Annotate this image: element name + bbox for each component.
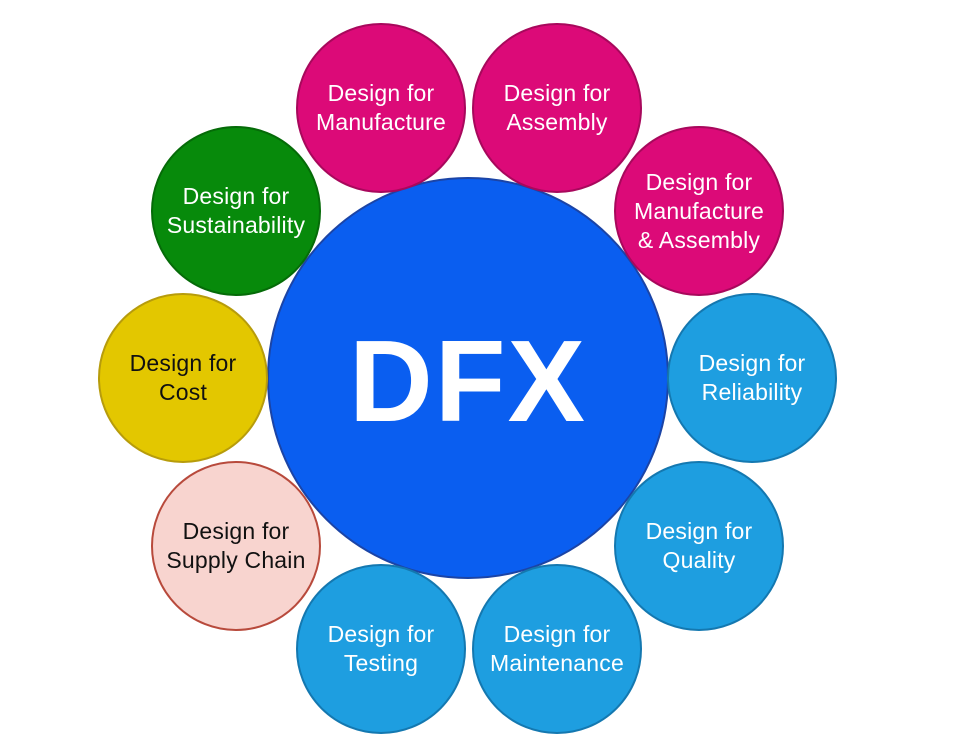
- dfx-center-circle: DFX: [267, 177, 669, 579]
- circle-design-for-manufacture-and-assembly: Design for Manufacture & Assembly: [614, 126, 784, 296]
- circle-design-for-sustainability: Design for Sustainability: [151, 126, 321, 296]
- label-line: Assembly: [506, 109, 608, 135]
- label-line: Design for: [182, 183, 290, 209]
- label-line: Cost: [158, 379, 208, 405]
- circle-label: Design for Supply Chain: [166, 517, 305, 575]
- label-line: & Assembly: [637, 226, 761, 253]
- circle-design-for-quality: Design for Quality: [614, 461, 784, 631]
- label-line: Design for: [327, 621, 435, 647]
- label-line: Design for: [645, 168, 753, 195]
- label-line: Quality: [662, 547, 736, 573]
- label-line: Reliability: [701, 379, 803, 405]
- circle-design-for-testing: Design for Testing: [296, 564, 466, 734]
- label-line: Design for: [645, 518, 753, 544]
- label-line: Manufacture: [315, 109, 447, 135]
- label-line: Maintenance: [490, 650, 624, 676]
- label-line: Testing: [343, 650, 419, 676]
- label-line: Design for: [327, 80, 435, 106]
- circle-design-for-reliability: Design for Reliability: [667, 293, 837, 463]
- circle-label: Design for Quality: [646, 517, 753, 575]
- dfx-title: DFX: [349, 316, 587, 446]
- circle-design-for-manufacture: Design for Manufacture: [296, 23, 466, 193]
- label-line: Design for: [503, 80, 611, 106]
- circle-label: Design for Reliability: [699, 349, 806, 407]
- label-line: Design for: [182, 518, 290, 544]
- circle-design-for-assembly: Design for Assembly: [472, 23, 642, 193]
- circle-design-for-maintenance: Design for Maintenance: [472, 564, 642, 734]
- label-line: Design for: [698, 350, 806, 376]
- circle-design-for-cost: Design for Cost: [98, 293, 268, 463]
- circle-label: Design for Maintenance: [490, 620, 624, 678]
- circle-label: Design for Testing: [328, 620, 435, 678]
- circle-label: Design for Sustainability: [167, 182, 305, 240]
- circle-label: Design for Manufacture: [316, 79, 446, 137]
- label-line: Design for: [503, 621, 611, 647]
- label-line: Sustainability: [166, 212, 306, 238]
- circle-label: Design for Manufacture & Assembly: [634, 168, 764, 255]
- label-line: Design for: [129, 350, 237, 376]
- label-line: Supply Chain: [166, 547, 306, 573]
- circle-label: Design for Cost: [130, 349, 237, 407]
- circle-design-for-supply-chain: Design for Supply Chain: [151, 461, 321, 631]
- circle-label: Design for Assembly: [504, 79, 611, 137]
- label-line: Manufacture: [633, 197, 765, 224]
